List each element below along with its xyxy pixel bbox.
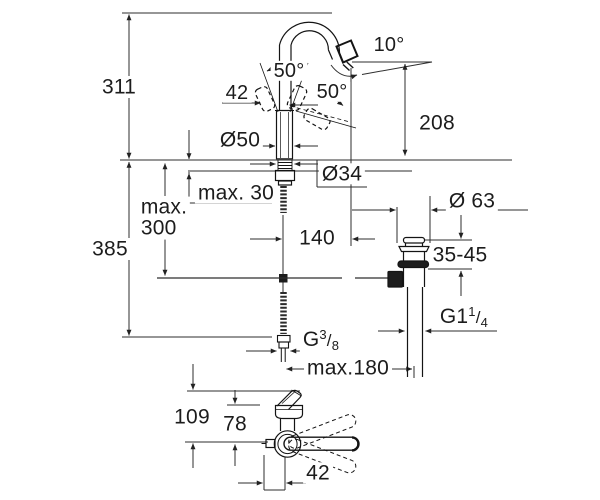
thread-slash: / — [326, 330, 332, 350]
dim-spout-reach: 140 — [296, 227, 338, 249]
thread-numerator: 1 — [468, 303, 476, 319]
thread-denominator: 8 — [331, 337, 340, 353]
handle-ghost-down — [288, 438, 357, 474]
dim-below-counter: 385 — [89, 238, 131, 260]
dim-body-to-handle: 78 — [220, 413, 250, 435]
dim-handle-swivel-front: 50° — [270, 60, 308, 81]
waste-plug-cap — [402, 236, 426, 244]
dim-hole-diameter: Ø34 — [318, 163, 366, 185]
dim-waste-range: 35-45 — [429, 244, 491, 266]
dim-counter-thickness: max. 30 — [194, 182, 278, 204]
dim-supply-thread: G3/8 — [299, 326, 343, 353]
thread-slash: / — [475, 307, 481, 327]
dim-spout-to-handle: 109 — [171, 406, 213, 428]
dim-hose-clearance: max. 300 — [137, 196, 191, 240]
handle-top-view — [283, 436, 359, 451]
thread-numerator: 3 — [319, 326, 327, 342]
handle-ghost-side — [303, 107, 331, 131]
supply-hose-and-rod — [157, 186, 389, 362]
pop-up-waste — [387, 236, 430, 377]
thread-prefix: G — [302, 327, 320, 351]
hose-fitting — [276, 334, 291, 343]
aerator-tick — [342, 61, 354, 72]
dim-spout-angle: 10° — [370, 34, 408, 55]
escutcheon-inner — [277, 433, 298, 455]
dim-total-height: 311 — [98, 76, 140, 98]
dim-waste-flange: Ø 63 — [445, 190, 499, 212]
spout-outlet — [335, 39, 359, 64]
thread-prefix: G1 — [439, 304, 469, 328]
mounting-nut — [274, 169, 296, 182]
waste-seal-ring — [397, 260, 430, 269]
waste-tailpipe — [406, 287, 424, 377]
dim-rod-length: max.180 — [304, 357, 392, 379]
dim-handle-width: 42 — [222, 82, 252, 103]
dim-spout-height: 208 — [416, 112, 458, 134]
handle-ghost-right — [286, 85, 308, 111]
spout-arc-inner — [290, 30, 330, 50]
threaded-shank — [277, 160, 293, 170]
body-top-view — [274, 404, 304, 420]
escutcheon-outer — [273, 430, 302, 458]
dim-handle-swivel-side: 50° — [313, 81, 351, 102]
handle-ghost-left — [254, 86, 276, 112]
spout-arc-outer — [278, 21, 341, 53]
thread-denominator: 4 — [480, 314, 489, 330]
handle-ghost-up — [288, 414, 357, 449]
pop-up-knob — [265, 438, 276, 449]
dim-base-diameter: Ø50 — [216, 129, 264, 151]
waste-flange — [398, 245, 430, 253]
dim-waste-thread: G11/4 — [436, 303, 492, 330]
faucet-front-view — [254, 21, 359, 186]
faucet-top-view — [261, 389, 360, 474]
faucet-body — [275, 109, 294, 160]
rod-clamp — [387, 270, 404, 288]
dim-handle-length: 42 — [303, 462, 333, 484]
